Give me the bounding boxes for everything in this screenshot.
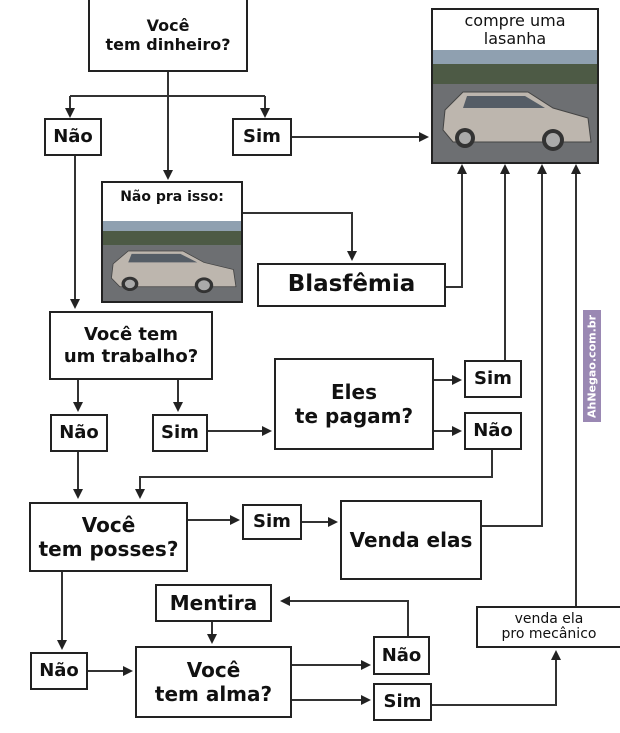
node-yes2: Sim	[152, 414, 208, 452]
edge-sell-buy	[482, 164, 547, 527]
node-blasphemy: Blasfêmia	[257, 263, 446, 307]
car-photo	[103, 221, 241, 301]
edge-money-split	[70, 72, 265, 97]
node-buy: compre uma lasanha	[431, 8, 599, 164]
node-not-for-that-label: Não pra isso:	[120, 189, 224, 205]
watermark: AhNegao.com.br	[583, 310, 601, 422]
node-lie: Mentira	[155, 584, 272, 622]
edge-blasphemy-buy	[446, 164, 467, 288]
node-sell-them: Venda elas	[340, 500, 482, 580]
node-yes3: Sim	[464, 360, 522, 398]
edge-no3-possessions	[135, 450, 493, 499]
node-no2: Não	[50, 414, 108, 452]
node-yes4: Sim	[242, 504, 302, 540]
node-buy-label: compre uma lasanha	[464, 11, 566, 49]
node-not-for-that: Não pra isso:	[101, 181, 243, 303]
node-no5: Não	[373, 636, 430, 675]
node-yes1: Sim	[232, 118, 292, 156]
edge-notforthat-blasphemy	[243, 212, 357, 261]
node-money: Você tem dinheiro?	[88, 0, 248, 72]
car-photo	[433, 50, 597, 162]
edge-no5-lie	[280, 596, 409, 636]
node-no1: Não	[44, 118, 102, 156]
node-soul: Você tem alma?	[135, 646, 292, 718]
node-job: Você tem um trabalho?	[49, 311, 213, 380]
node-no3: Não	[464, 412, 522, 450]
node-no4: Não	[30, 652, 88, 690]
node-paid: Eles te pagam?	[274, 358, 434, 450]
node-possessions: Você tem posses?	[29, 502, 188, 572]
node-mechanic: venda ela pro mecânico	[476, 606, 620, 648]
edge-yes5-mechanic	[432, 650, 561, 706]
node-yes5: Sim	[373, 683, 432, 721]
